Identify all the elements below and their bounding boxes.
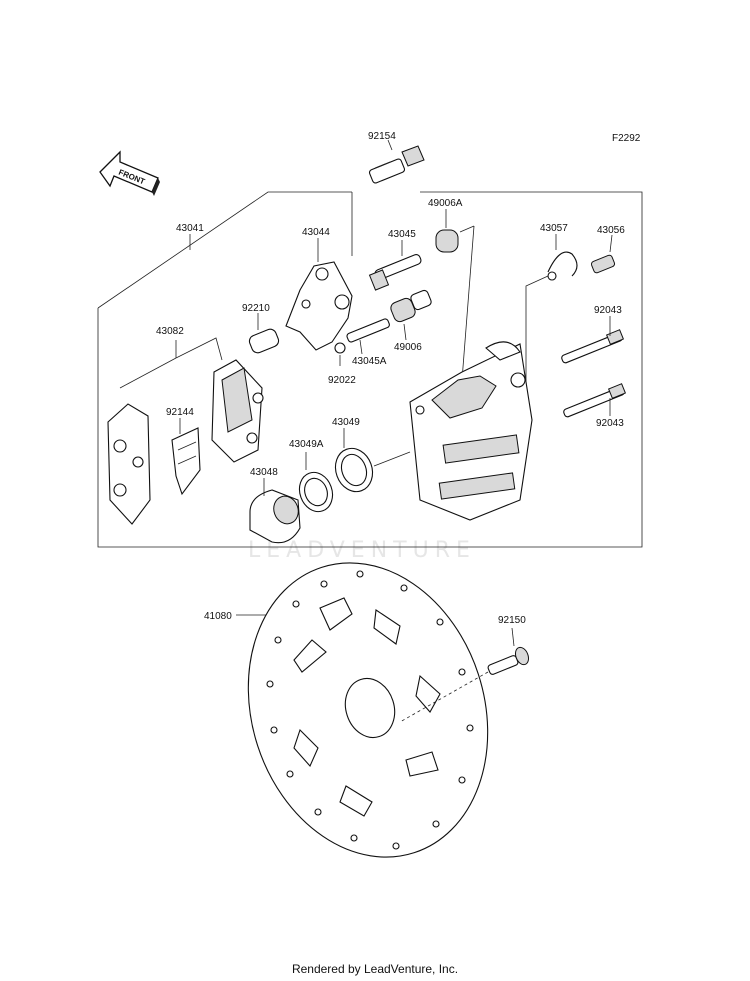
footer-credit: Rendered by LeadVenture, Inc. — [291, 962, 459, 976]
callout-43057: 43057 — [540, 223, 568, 234]
callout-92043-lower: 92043 — [596, 418, 624, 429]
seal-43049A — [298, 471, 334, 513]
pin-43045 — [368, 254, 422, 291]
callout-92150: 92150 — [498, 615, 526, 626]
boot-49006A — [435, 229, 459, 253]
callout-41080: 41080 — [204, 611, 232, 622]
caliper-body — [409, 341, 533, 521]
assembly-box-top — [97, 191, 352, 309]
callout-43049A: 43049A — [289, 439, 324, 450]
brake-disc-41080 — [247, 562, 489, 858]
bolt-92150 — [487, 646, 530, 675]
piston-43048 — [249, 489, 301, 544]
circlip-92022 — [334, 342, 346, 354]
callout-43056: 43056 — [597, 225, 625, 236]
assembly-box-left — [97, 308, 370, 548]
callout-92144: 92144 — [166, 407, 194, 418]
sleeve-92210 — [248, 328, 280, 354]
pad-front-43082 — [211, 359, 264, 463]
boot-49006 — [390, 289, 432, 323]
bracket-43044 — [285, 261, 353, 351]
callout-49006: 49006 — [394, 342, 422, 353]
callout-43041: 43041 — [176, 223, 204, 234]
bolt-92154 — [368, 145, 425, 184]
spring-92144 — [171, 427, 201, 496]
assembly-box-right — [370, 191, 643, 548]
callout-92022: 92022 — [328, 375, 356, 386]
callout-43048: 43048 — [250, 467, 278, 478]
callout-92043-upper: 92043 — [594, 305, 622, 316]
pin-92043-lower — [563, 383, 627, 418]
callout-92154: 92154 — [368, 131, 396, 142]
bleeder-43056 — [590, 254, 616, 274]
diagram-code: F2292 — [612, 133, 641, 144]
pad-rear-43082 — [107, 403, 151, 525]
callout-43045: 43045 — [388, 229, 416, 240]
front-arrow-icon: FRONT — [99, 150, 160, 196]
callout-43082: 43082 — [156, 326, 184, 337]
seal-43049 — [334, 447, 374, 493]
pin-43045A — [346, 318, 390, 343]
callout-43045A: 43045A — [352, 356, 387, 367]
clip-43057 — [547, 251, 578, 281]
callout-49006A: 49006A — [428, 198, 463, 209]
pin-92043-upper — [561, 329, 625, 364]
callout-43049: 43049 — [332, 417, 360, 428]
callout-92210: 92210 — [242, 303, 270, 314]
callout-43044: 43044 — [302, 227, 330, 238]
